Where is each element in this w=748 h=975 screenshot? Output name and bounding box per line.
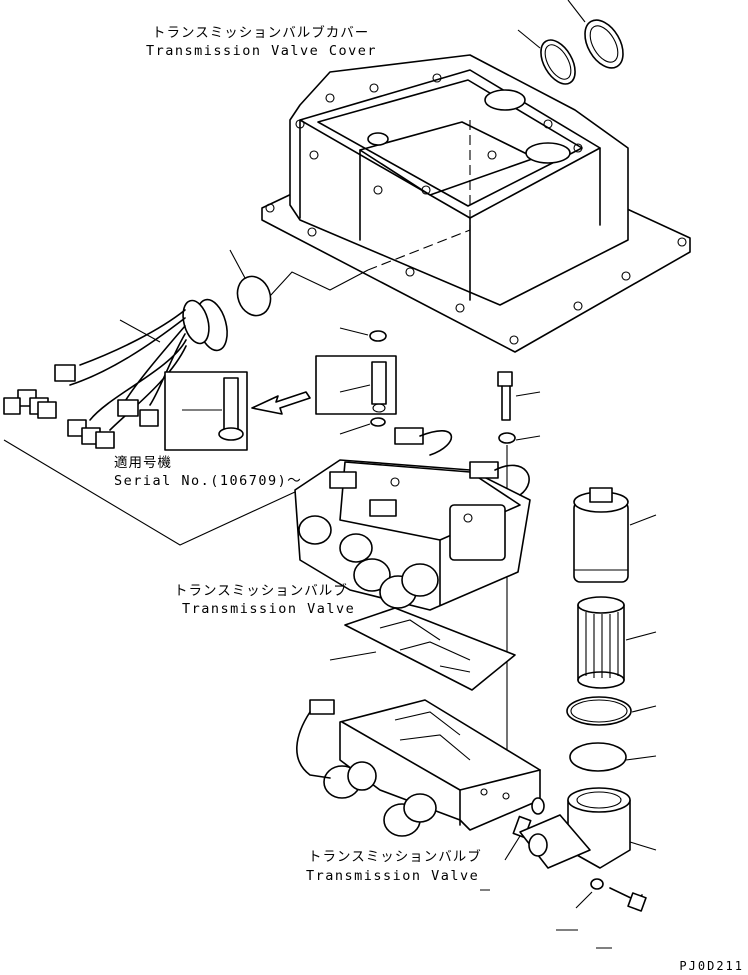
lower-valve-label-en: Transmission Valve [306,868,480,884]
upper-transmission-valve [294,427,531,611]
drawing-code: PJ0D211 [679,959,744,973]
cover-label-en: Transmission Valve Cover [146,43,378,59]
serial-label-jp: 適用号機 [114,455,172,471]
upper-valve-gasket [329,607,516,691]
cover-label-jp: トランスミッションバルブカバー [152,25,370,41]
lower-valve-label-jp: トランスミッションバルブ [308,849,482,865]
wire-harness [3,298,361,546]
detail-box-sleeve [164,371,248,451]
serial-label-en: Serial No.(106709)～ [114,473,303,489]
transmission-valve-cover [261,54,691,353]
arrow-icon [251,391,311,415]
lower-transmission-valve [296,699,545,861]
upper-valve-label-jp: トランスミッションバルブ [174,583,348,599]
oil-seal-rings [517,0,624,85]
filter-assembly [480,487,657,949]
detail-box-pin [315,355,397,415]
cover-plug [236,275,272,317]
upper-valve-label-en: Transmission Valve [182,601,356,617]
